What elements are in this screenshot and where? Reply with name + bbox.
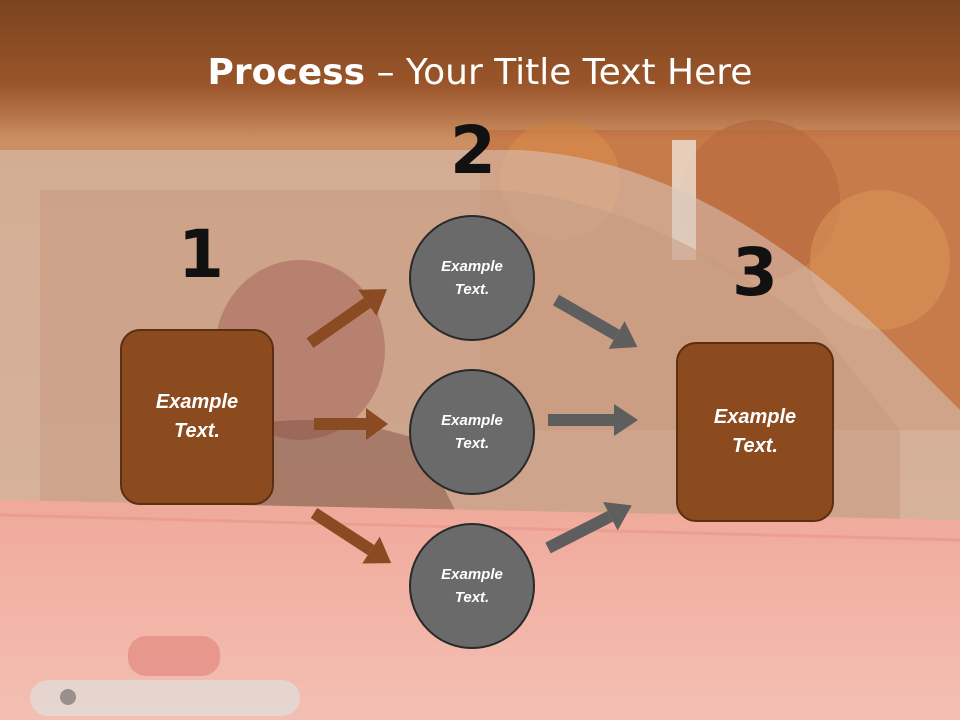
step-1-box: Example Text.	[120, 329, 274, 505]
step-2-text-bottom: Example Text.	[441, 566, 503, 606]
title-rest: – Your Title Text Here	[365, 52, 753, 93]
slide-title: Process – Your Title Text Here	[0, 52, 960, 93]
title-band	[0, 0, 960, 140]
step-number-3: 3	[732, 234, 778, 311]
arrow-right-2	[548, 404, 638, 436]
arrow-down-right-2	[553, 294, 638, 349]
arrow-up-right-1	[306, 289, 388, 348]
arrow-right-1	[314, 408, 388, 440]
step-2-text-top: Example Text.	[441, 258, 503, 298]
step-number-2: 2	[450, 112, 496, 189]
step-2-circle-top: Example Text.	[409, 215, 535, 341]
step-3-box: Example Text.	[676, 342, 834, 522]
arrow-down-right-1	[310, 507, 392, 564]
step-number-1: 1	[178, 216, 224, 293]
title-bold: Process	[207, 52, 366, 93]
step-1-text: Example Text.	[155, 391, 239, 442]
step-2-text-middle: Example Text.	[441, 412, 503, 452]
step-2-circle-middle: Example Text.	[409, 369, 535, 495]
step-3-text: Example Text.	[713, 406, 797, 457]
arrow-up-right-2	[545, 501, 632, 554]
step-2-circle-bottom: Example Text.	[409, 523, 535, 649]
